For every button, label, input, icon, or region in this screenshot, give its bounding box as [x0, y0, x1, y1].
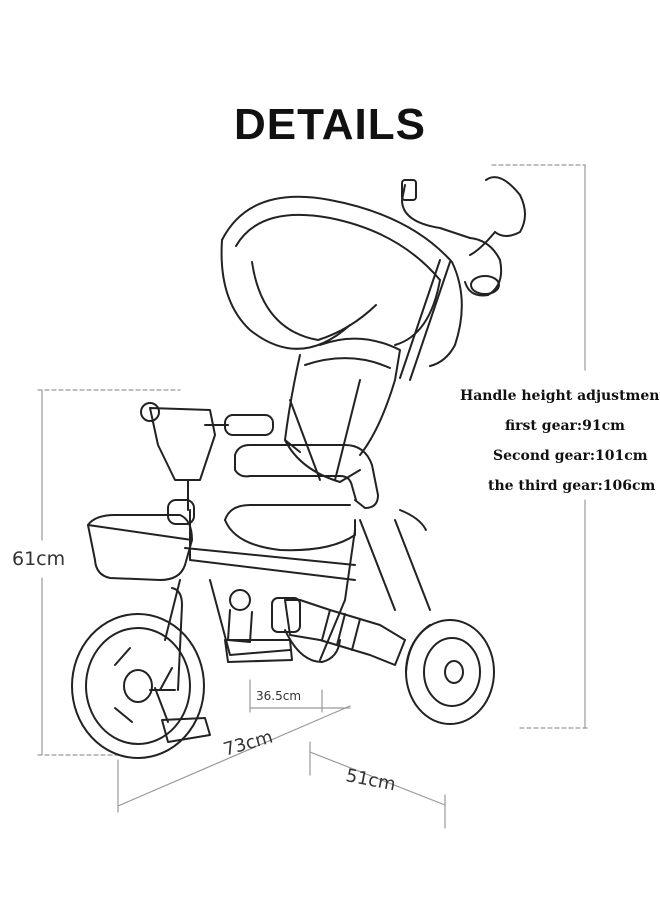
rear-left-wheel — [284, 629, 341, 663]
frame — [164, 509, 431, 661]
pedals — [154, 639, 293, 743]
gear-first: first gear:91cm — [505, 418, 625, 434]
gear-third: the third gear:106cm — [488, 478, 656, 494]
rear-wheel — [405, 619, 495, 725]
height-dimension-label: 61cm — [12, 548, 66, 570]
seat — [224, 337, 401, 552]
push-handle — [399, 176, 526, 381]
canopy — [220, 195, 463, 367]
safety-bar — [234, 444, 379, 509]
rear-axle — [227, 589, 406, 666]
front-wheel — [71, 587, 205, 759]
inner-width-dimension-label: 36.5cm — [256, 689, 302, 703]
front-handlebar — [140, 402, 274, 511]
page-title: DETAILS — [234, 100, 426, 149]
handle-adjustment-heading: Handle height adjustment — [460, 388, 660, 404]
front-basket — [87, 499, 195, 581]
gear-second: Second gear:101cm — [493, 448, 648, 464]
dimension-guides — [37, 164, 591, 829]
